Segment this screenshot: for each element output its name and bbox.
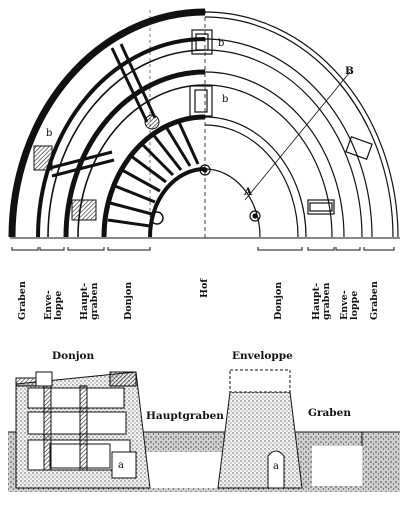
tower-b-left [33, 145, 53, 171]
tower-label-b-left: b [46, 128, 53, 139]
r-outer-1 [205, 11, 399, 238]
tower-upper-passage [144, 114, 160, 130]
plan-point-a: A [244, 186, 253, 198]
donjon-section [15, 371, 151, 489]
plan-right-walls [205, 11, 399, 238]
enveloppe-inner-wall [47, 49, 205, 238]
counterscarp [361, 431, 400, 446]
donjon-outer-wall [101, 114, 205, 238]
section-marker-a-left: a [118, 460, 124, 471]
label-graben-right: Graben [369, 281, 380, 320]
section-marker-a-right: a [273, 461, 279, 472]
hauptgraben-ditch [138, 452, 222, 488]
r-haupt-2 [205, 84, 333, 238]
plan-left-walls [8, 8, 205, 238]
enveloppe-casemate [267, 450, 285, 489]
label-hauptgraben-left: Haupt- graben [79, 282, 100, 320]
label-donjon-right: Donjon [273, 281, 284, 320]
r-outer-2 [205, 16, 394, 238]
hauptgraben-wall-1 [63, 69, 205, 238]
embrasure-right-1 [345, 135, 373, 161]
section-title-donjon: Donjon [52, 350, 95, 362]
central-column-left [150, 211, 164, 225]
tower-b-mid [189, 85, 213, 117]
section-label-graben: Graben [308, 407, 351, 419]
label-enveloppe-right: Enve- loppe [339, 290, 360, 320]
enveloppe-section [217, 369, 303, 489]
r-env-1 [205, 38, 373, 238]
r-haupt-1 [205, 71, 345, 238]
r-donjon-3 [205, 168, 261, 238]
tower-b-lower [71, 199, 97, 221]
label-donjon-left: Donjon [123, 281, 134, 320]
r-donjon-2 [205, 124, 299, 238]
plan-label-braces [11, 247, 395, 251]
plan-point-b: B [345, 65, 354, 77]
donjon-casemate-ribs [107, 119, 200, 228]
r-env-2 [205, 49, 363, 238]
plan-passage-lower [49, 150, 115, 178]
outer-moat-wall [8, 8, 205, 238]
label-enveloppe-left: Enve- loppe [43, 290, 64, 320]
tower-label-b-mid: b [222, 94, 229, 105]
section-title-enveloppe: Enveloppe [232, 350, 293, 362]
label-hauptgraben-right: Haupt- graben [311, 282, 332, 320]
label-graben-left: Graben [17, 281, 28, 320]
embrasure-right-2 [307, 199, 335, 215]
plan-passage-left [110, 43, 157, 123]
donjon-inner-wall [148, 167, 205, 238]
r-donjon-1 [205, 116, 307, 238]
tower-b-top [191, 29, 213, 55]
label-hof: Hof [199, 278, 210, 298]
enveloppe-outer-wall [36, 37, 205, 238]
plan-axis-lines [149, 10, 351, 238]
central-column-right [249, 210, 261, 222]
graben-ditch [312, 446, 362, 486]
enveloppe-parapet [229, 369, 291, 393]
tower-label-b-top: b [218, 38, 225, 49]
section-label-hauptgraben: Hauptgraben [146, 410, 224, 422]
section-line-a-b [244, 71, 351, 201]
